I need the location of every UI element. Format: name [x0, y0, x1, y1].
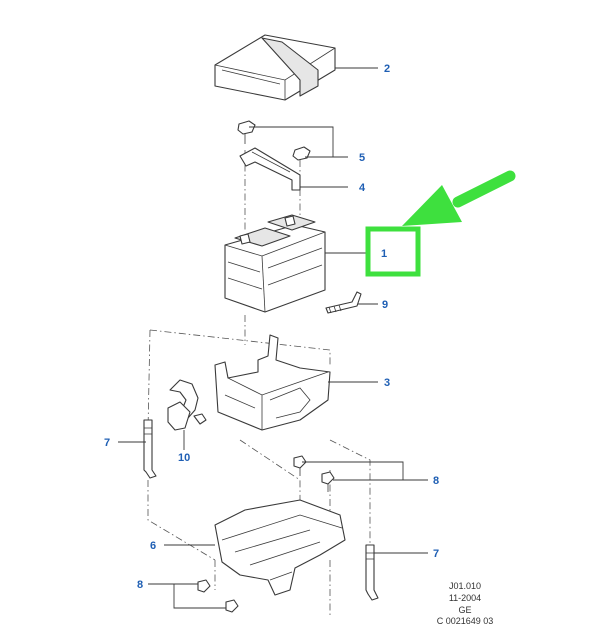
- drawing-date: 11-2004: [449, 593, 481, 603]
- callout-label-10: 10: [178, 452, 190, 464]
- callout-label-2: 2: [384, 63, 390, 75]
- callout-label-9: 9: [382, 299, 388, 311]
- drawing-reference: C 0021649 03: [437, 616, 494, 625]
- battery-tray-support-bracket: [214, 499, 346, 596]
- fixing-nut-top-left: [237, 120, 256, 144]
- drain-tube-right: [365, 544, 379, 601]
- highlight-marker: [365, 170, 516, 277]
- highlight-arrow: [452, 170, 516, 208]
- leader-lines: [118, 67, 428, 609]
- callout-label-8-upper: 8: [433, 475, 439, 487]
- battery: [224, 214, 326, 313]
- drawing-region: GE: [458, 605, 471, 615]
- hold-down-bolt: [325, 291, 362, 314]
- callout-label-7-right: 7: [433, 548, 439, 560]
- callout-label-6: 6: [150, 540, 156, 552]
- callout-label-5: 5: [359, 152, 365, 164]
- bracket-bolt-lower-left: [197, 579, 211, 593]
- tray-bolt-upper-left: [293, 455, 307, 476]
- bracket-bolt-lower-right: [225, 599, 239, 613]
- drawing-info-block: J01.010 11-2004 GE C 0021649 03: [437, 581, 494, 625]
- drain-tube-left: [143, 419, 157, 479]
- callout-label-8-lower: 8: [137, 579, 143, 591]
- battery-tray: [214, 334, 331, 431]
- callout-label-1: 1: [381, 248, 387, 260]
- cable-clip: [167, 379, 207, 431]
- drawing-number: J01.010: [449, 581, 481, 591]
- battery-hold-down-clamp: [239, 147, 301, 191]
- highlight-box: [365, 226, 421, 277]
- fixing-nut-top-right: [292, 146, 311, 161]
- callout-label-7-left: 7: [104, 437, 110, 449]
- highlight-arrow-head: [402, 185, 462, 226]
- callout-label-4: 4: [359, 182, 366, 194]
- tray-bolt-upper-right: [321, 471, 335, 492]
- callout-labels: 2 5 4 1 9 3 7 10 8 6 7 8: [104, 63, 439, 591]
- callout-label-3: 3: [384, 377, 390, 389]
- battery-cover: [214, 34, 336, 101]
